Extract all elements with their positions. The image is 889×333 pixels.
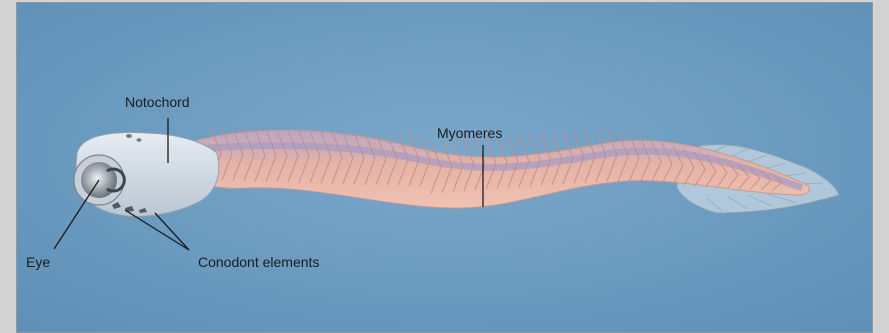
head-spot — [137, 138, 142, 142]
myomeres-label: Myomeres — [437, 125, 502, 141]
eye-label: Eye — [26, 254, 50, 270]
notochord-label: Notochord — [125, 94, 190, 110]
illustration-panel: Notochord Myomeres Eye Conodont elements — [16, 2, 873, 333]
head-spot — [126, 134, 132, 138]
conodont-animal-illustration — [17, 3, 873, 333]
conodont-elements-label: Conodont elements — [198, 254, 319, 270]
